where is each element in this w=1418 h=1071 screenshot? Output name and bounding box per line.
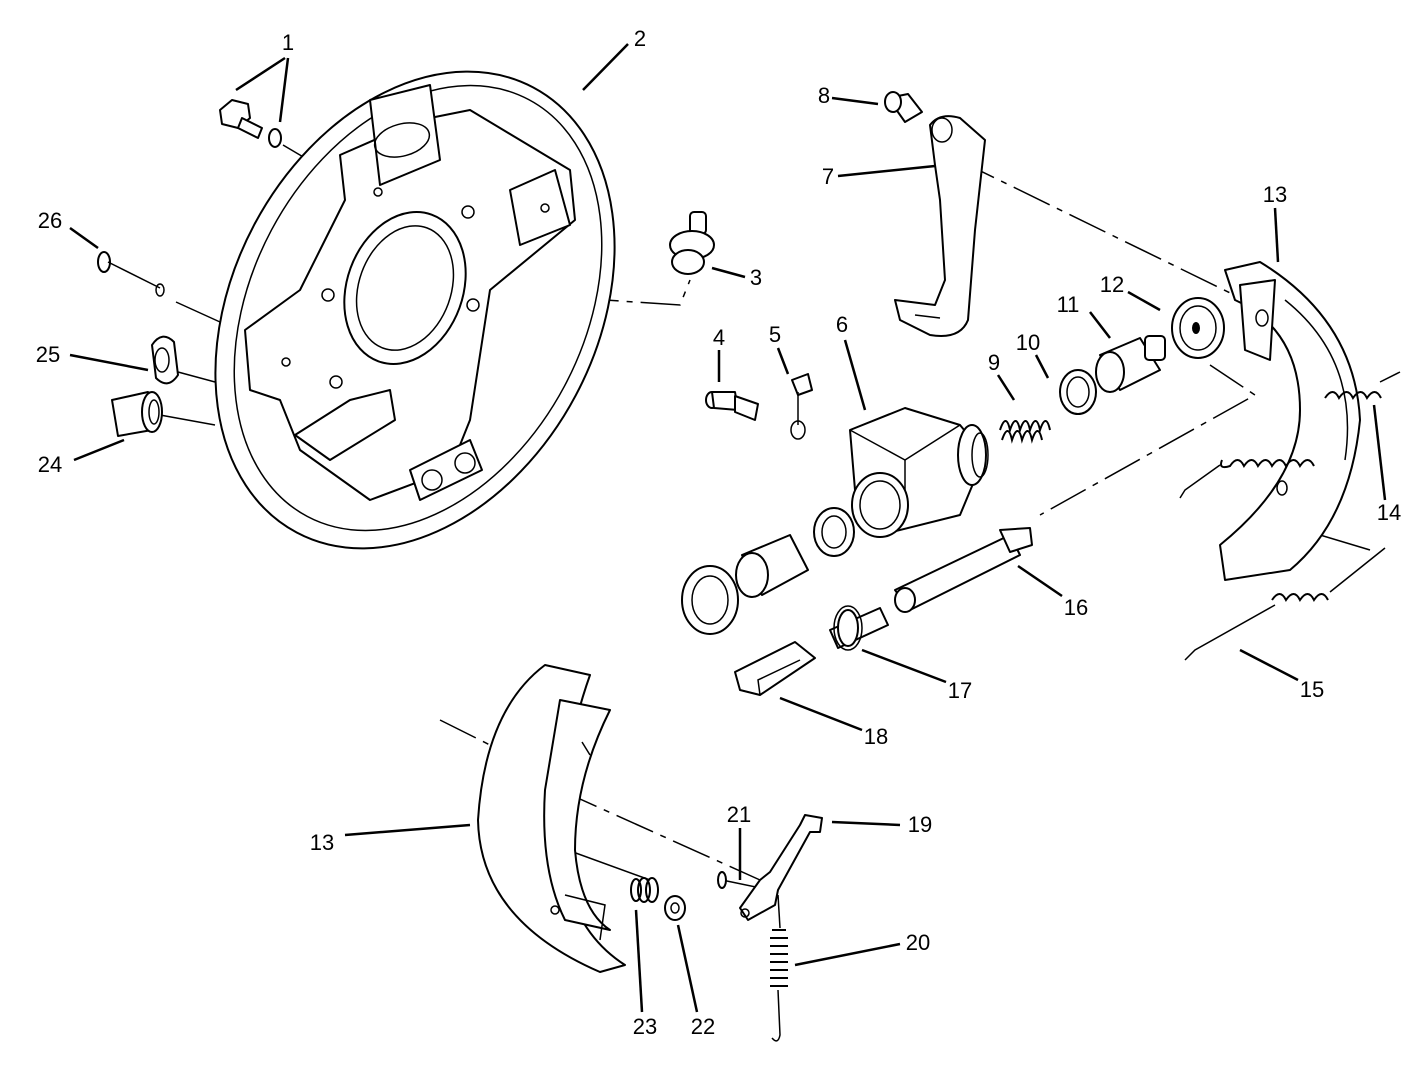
anchor-pin (884, 91, 923, 123)
callout-23: 23 (633, 1014, 657, 1039)
retainer-washer (664, 895, 686, 921)
callout-1: 1 (282, 30, 294, 55)
callout-13-shoe-lower: 13 (310, 830, 334, 855)
bushing (111, 391, 163, 437)
callout-5: 5 (769, 322, 781, 347)
backing-plate (214, 70, 616, 550)
cylinder-cup-10 (1059, 369, 1097, 415)
callout-17: 17 (948, 678, 972, 703)
parking-brake-lever (894, 115, 986, 337)
callout-2: 2 (634, 26, 646, 51)
brake-shoe-lower (477, 664, 626, 973)
callout-14: 14 (1377, 500, 1401, 525)
callout-19: 19 (908, 812, 932, 837)
callout-15: 15 (1300, 677, 1324, 702)
piston-left (735, 534, 809, 598)
callout-4: 4 (713, 325, 725, 350)
callout-11: 11 (1057, 292, 1080, 317)
adjuster-screw (829, 605, 889, 651)
adjuster-spring (770, 894, 788, 1042)
cylinder-cup-left (813, 507, 855, 557)
callout-8: 8 (818, 83, 830, 108)
return-spring-upper (1179, 371, 1401, 499)
adjuster-socket (894, 527, 1033, 613)
callout-labels: 1 2 3 4 5 6 7 8 9 10 11 12 13 13 14 15 1… (36, 26, 1401, 1039)
boot-12 (1171, 297, 1225, 359)
callout-13-shoe-right: 13 (1263, 182, 1287, 207)
cylinder-spring-9 (999, 420, 1051, 444)
brake-shoe-right (1219, 261, 1361, 581)
hold-down-spring (630, 877, 659, 903)
callout-26: 26 (38, 208, 62, 233)
callout-12: 12 (1100, 272, 1124, 297)
callout-7: 7 (822, 164, 834, 189)
bleeder-cap (790, 373, 813, 440)
boot-left (681, 565, 739, 635)
leader-lines (69, 43, 1387, 1013)
callout-3: 3 (750, 265, 762, 290)
piston-11 (1095, 335, 1166, 393)
callout-20: 20 (906, 930, 930, 955)
callout-25: 25 (36, 342, 60, 367)
callout-9: 9 (988, 350, 1000, 375)
callout-16: 16 (1064, 595, 1088, 620)
callout-24: 24 (38, 452, 62, 477)
callout-18: 18 (864, 724, 888, 749)
adjuster-nut (734, 641, 816, 696)
adjusting-stud (669, 211, 715, 275)
callout-6: 6 (836, 312, 848, 337)
adjuster-lever (739, 814, 823, 921)
bolt-and-washer (219, 99, 282, 148)
callout-22: 22 (691, 1014, 715, 1039)
callout-21: 21 (727, 802, 751, 827)
bleeder-screw (705, 391, 759, 421)
hold-down-pin (97, 251, 165, 297)
callout-10: 10 (1016, 330, 1040, 355)
wheel-cylinder (849, 407, 989, 538)
return-spring-lower (1184, 547, 1386, 661)
access-plug (151, 335, 179, 385)
